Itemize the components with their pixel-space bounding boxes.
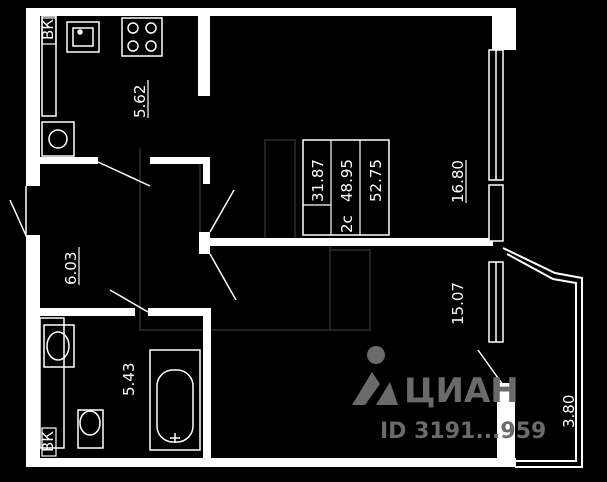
outer-wall-left-upper xyxy=(26,8,40,186)
rooms-count-label: 2c xyxy=(338,215,356,233)
toilet-icon xyxy=(77,409,104,449)
outer-wall-right-upper xyxy=(492,8,516,50)
vent-top-label: ВК xyxy=(39,19,57,40)
bedroom-top-wall xyxy=(203,238,493,246)
closet-pillar xyxy=(199,232,210,254)
vent-bottom-box: ВК xyxy=(39,427,57,457)
kitchen-wall-lower xyxy=(40,157,98,164)
balcony-outline xyxy=(502,247,583,468)
bathroom-fixtures xyxy=(39,317,201,451)
bath-wall-right xyxy=(203,308,211,458)
bath-wall-top xyxy=(40,308,135,316)
outer-wall-left-lower xyxy=(26,235,40,467)
bedroom-area-label: 15.07 xyxy=(449,282,467,325)
kitchen-partition xyxy=(198,16,210,96)
kitchen-door-jamb-top xyxy=(150,157,210,164)
watermark-listing-id: ID 3191...959 xyxy=(380,419,546,444)
washing-machine-icon xyxy=(41,121,75,157)
hallway-area-label: 6.03 xyxy=(62,252,80,285)
bathtub-icon xyxy=(149,349,201,451)
balcony-area-label: 3.80 xyxy=(560,395,578,428)
total-area-value: 48.95 xyxy=(338,159,356,202)
walls xyxy=(26,8,516,467)
watermark-brand: ЦИАН xyxy=(404,371,519,411)
kitchen-area-label: 5.62 xyxy=(131,85,149,118)
counter-edge xyxy=(41,15,57,117)
bathroom-area-label: 5.43 xyxy=(120,363,138,396)
kitchen-door-jamb-side xyxy=(203,157,210,184)
vent-top-box: ВК xyxy=(39,17,57,45)
vent-bottom-label: ВК xyxy=(39,431,57,452)
door-swings xyxy=(97,161,504,386)
cian-watermark: ЦИАН ID 3191...959 xyxy=(352,346,546,444)
sink-icon xyxy=(66,21,100,53)
area-summary-table: 31.87 48.95 52.75 2c xyxy=(302,139,390,236)
kitchen-fixtures xyxy=(41,15,163,157)
living-room-area-label: 16.80 xyxy=(449,160,467,203)
outer-wall-right-lower xyxy=(497,383,515,467)
washbasin-icon xyxy=(43,324,75,368)
stove-icon xyxy=(121,17,163,57)
outer-wall-bottom xyxy=(26,458,516,467)
background-ghost-walls xyxy=(139,139,371,331)
outer-wall-top xyxy=(26,8,516,16)
right-windows xyxy=(488,49,504,343)
total-area-with-balcony-value: 52.75 xyxy=(367,159,385,202)
bath-wall-top-right xyxy=(148,308,210,316)
left-window xyxy=(9,186,29,241)
living-area-value: 31.87 xyxy=(309,159,327,202)
